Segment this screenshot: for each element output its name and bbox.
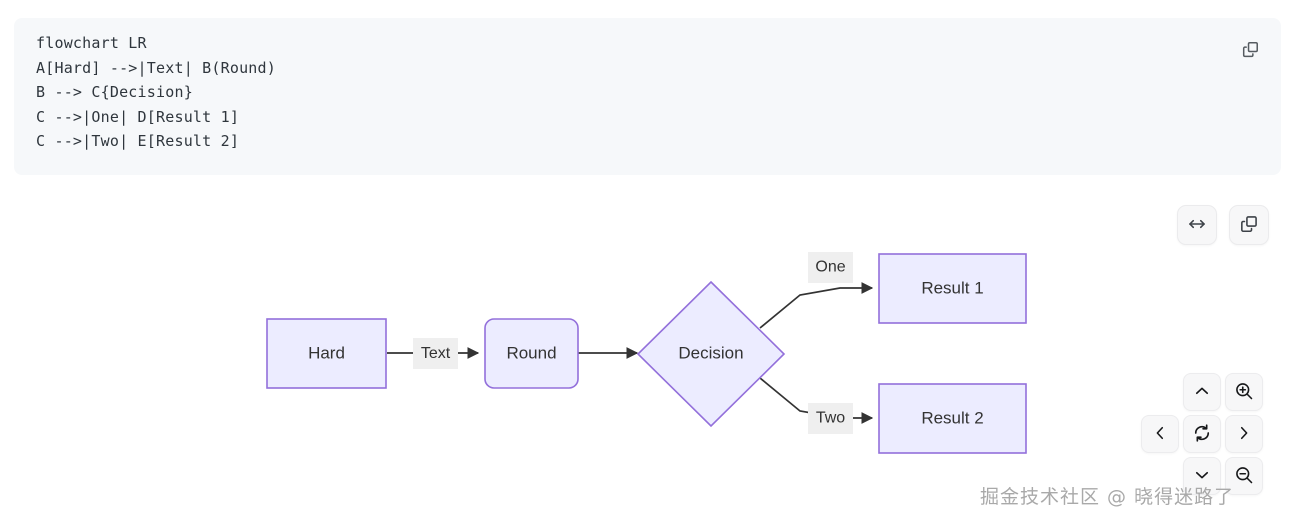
- flow-node-result-1[interactable]: Result 1: [878, 253, 1027, 324]
- code-copy-button[interactable]: [1236, 37, 1264, 65]
- chevron-left-icon: [1151, 424, 1169, 445]
- flowchart-canvas[interactable]: Hard Round Decision Result 1 Result 2 Te…: [0, 178, 1309, 531]
- pan-right-button[interactable]: [1225, 415, 1263, 453]
- edge-label-one: One: [808, 252, 853, 283]
- edge-label-text-value: Text: [421, 345, 451, 362]
- zoom-in-button[interactable]: [1225, 373, 1263, 411]
- chevron-down-icon: [1193, 466, 1211, 487]
- flow-node-result-2[interactable]: Result 2: [878, 383, 1027, 454]
- flow-node-hard-label: Hard: [308, 343, 345, 362]
- diagram-render-panel: Hard Round Decision Result 1 Result 2 Te…: [0, 178, 1309, 531]
- copy-image-button[interactable]: [1229, 205, 1269, 245]
- pan-down-button[interactable]: [1183, 457, 1221, 495]
- chevron-up-icon: [1193, 382, 1211, 403]
- watermark-text: 掘金技术社区 @ 晓得迷路了: [980, 486, 1235, 508]
- pan-left-button[interactable]: [1141, 415, 1179, 453]
- flow-node-round-label: Round: [506, 343, 556, 362]
- copy-icon: [1241, 40, 1260, 62]
- zoom-out-icon: [1234, 465, 1254, 488]
- pan-up-button[interactable]: [1183, 373, 1221, 411]
- copy-icon: [1239, 214, 1259, 237]
- edge-label-text: Text: [413, 338, 458, 369]
- refresh-icon: [1192, 423, 1212, 446]
- edge-label-two-value: Two: [816, 410, 845, 427]
- zoom-out-button[interactable]: [1225, 457, 1263, 495]
- mermaid-source-code: flowchart LR A[Hard] -->|Text| B(Round) …: [36, 34, 276, 151]
- flow-node-decision[interactable]: Decision: [636, 280, 786, 428]
- chevron-right-icon: [1235, 424, 1253, 445]
- flow-node-decision-label: Decision: [678, 343, 743, 362]
- edge-label-two: Two: [808, 403, 853, 434]
- flow-node-result-1-label: Result 1: [921, 278, 983, 297]
- edge-label-one-value: One: [815, 259, 845, 276]
- flow-node-hard[interactable]: Hard: [266, 318, 387, 389]
- flow-node-round[interactable]: Round: [484, 318, 579, 389]
- fit-width-icon: [1187, 214, 1207, 237]
- edge-C-D: [759, 282, 874, 329]
- flow-node-result-2-label: Result 2: [921, 408, 983, 427]
- mermaid-code-panel: flowchart LR A[Hard] -->|Text| B(Round) …: [14, 18, 1281, 175]
- reset-view-button[interactable]: [1183, 415, 1221, 453]
- zoom-in-icon: [1234, 381, 1254, 404]
- fit-width-button[interactable]: [1177, 205, 1217, 245]
